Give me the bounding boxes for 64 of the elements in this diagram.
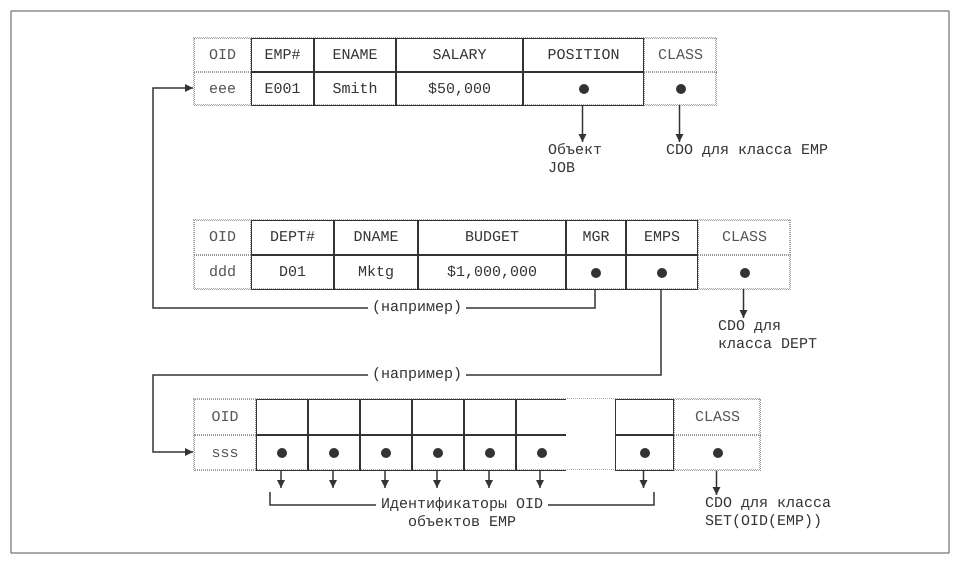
table-cell [308,435,360,471]
table-cell [615,399,674,435]
table-cell [516,399,566,435]
table-cell [644,72,717,106]
table-cell: Smith [314,72,396,106]
table-cell: EMP# [251,38,314,72]
table-cell: $1,000,000 [418,255,566,290]
table-cell: E001 [251,72,314,106]
table-cell: BUDGET [418,220,566,255]
table-cell [360,399,412,435]
table-cell: SALARY [396,38,523,72]
edge-label: (например) [368,366,466,384]
table-cell [566,255,626,290]
table-cell [698,255,791,290]
table-cell: CLASS [644,38,717,72]
table-cell: CLASS [698,220,791,255]
table-cell [360,435,412,471]
table-cell: CLASS [674,399,761,435]
arrow [277,470,285,488]
note-text: CDO для класса DEPT [718,318,822,354]
note-text: CDO для класса EMP [666,142,846,160]
table-cell [412,399,464,435]
table-cell: ddd [194,255,251,290]
arrow [676,105,684,142]
arrow [485,470,493,488]
table-cell: OID [194,38,251,72]
table-cell [615,435,674,471]
table-cell: ENAME [314,38,396,72]
arrow [433,470,441,488]
table-cell: eee [194,72,251,106]
table-cell: POSITION [523,38,644,72]
table-frame [193,219,790,289]
arrow [640,470,648,488]
table-cell: $50,000 [396,72,523,106]
table-cell [523,72,644,106]
table-cell [516,435,566,471]
table-cell: Mktg [334,255,418,290]
arrow [578,105,586,142]
table-cell [674,435,761,471]
arrow [740,289,748,318]
table-cell: sss [194,435,256,471]
table-cell: D01 [251,255,334,290]
note-text: Объект JOB [548,142,620,178]
table-cell [626,255,698,290]
table-cell: DNAME [334,220,418,255]
table-cell: OID [194,220,251,255]
table-cell: EMPS [626,220,698,255]
table-cell [412,435,464,471]
note-text: CDO для класса SET(OID(EMP)) [705,495,845,531]
table-cell [464,399,516,435]
table-cell [464,435,516,471]
table-cell [256,435,308,471]
arrow [536,470,544,488]
table-cell: OID [194,399,256,435]
arrow [712,470,720,495]
arrow [329,470,337,488]
arrow [381,470,389,488]
table-cell: MGR [566,220,626,255]
table-cell [308,399,360,435]
table-frame [193,37,716,105]
edge-label: (например) [368,299,466,317]
table-cell [256,399,308,435]
table-cell: DEPT# [251,220,334,255]
table-frame [193,398,760,470]
